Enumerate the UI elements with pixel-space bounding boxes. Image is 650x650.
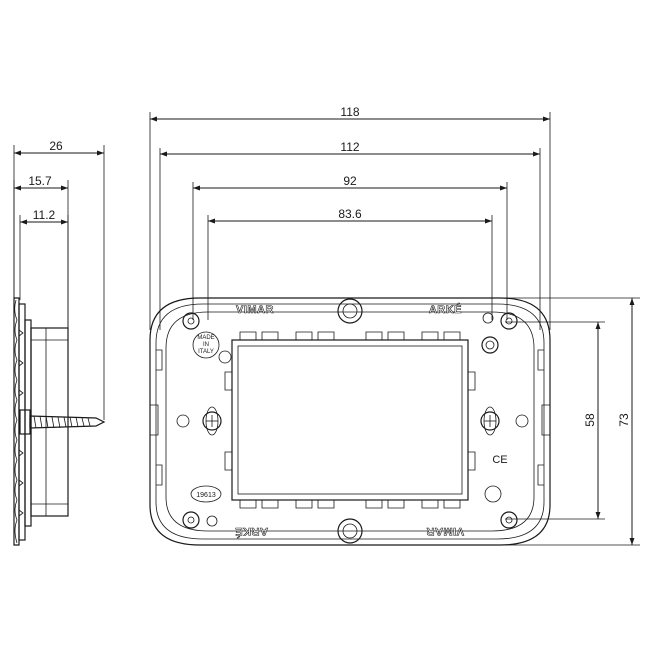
dim-label-11-2: 11.2 — [33, 208, 56, 222]
made-in-line3: ITALY — [198, 349, 214, 355]
product-code-badge: 19613 — [190, 485, 222, 503]
dim-label-26: 26 — [49, 139, 63, 153]
screw-hole-bottom-right — [500, 511, 518, 529]
dimension-depth-mid: 15.7 — [14, 174, 68, 191]
dim-label-118: 118 — [340, 105, 359, 119]
made-in-italy-badge: MADE IN ITALY — [192, 331, 220, 359]
mounting-frame: VIMAR ARKÉ VIMAR ARKÉ MADE IN ITALY 1961… — [149, 297, 551, 546]
dimension-overall-width: 118 — [150, 105, 550, 122]
dim-label-58: 58 — [583, 413, 597, 427]
dimension-depth-inner: 11.2 — [20, 208, 68, 225]
adjustment-screw-left-icon — [202, 406, 222, 436]
dim-label-15-7: 15.7 — [28, 174, 52, 188]
product-code-label: 19613 — [196, 492, 216, 499]
dimension-frame-width: 112 — [160, 140, 540, 157]
series-top-label: ARKÉ — [429, 303, 462, 316]
frame-side-profile — [13, 297, 69, 546]
dimension-depth-total: 26 — [14, 139, 104, 156]
adjustment-screw-top-right-icon — [481, 336, 499, 354]
top-notch — [337, 298, 363, 324]
screw-hole-bottom-left — [182, 511, 200, 529]
brand-top-label: VIMAR — [236, 304, 274, 316]
ce-mark-icon: CE — [492, 454, 507, 466]
ce-mark-label: CE — [492, 454, 507, 466]
side-view: 26 15.7 11.2 — [13, 139, 106, 546]
front-view: 118 112 92 83.6 58 73 — [149, 105, 640, 546]
made-in-line2: IN — [203, 342, 209, 348]
dim-label-83-6: 83.6 — [338, 207, 362, 221]
dim-label-92: 92 — [343, 174, 357, 188]
dimension-window-width: 83.6 — [208, 207, 492, 224]
brand-bottom-label: VIMAR — [426, 525, 464, 537]
screw-hole-top-left — [182, 312, 200, 330]
dim-label-73: 73 — [617, 413, 631, 427]
screw-hole-top-right — [500, 312, 518, 330]
dimension-overall-height: 73 — [617, 298, 635, 545]
made-in-line1: MADE — [197, 335, 214, 341]
adjustment-screw-right-icon — [480, 406, 500, 436]
dimension-inner-width: 92 — [193, 174, 507, 191]
series-bottom-label: ARKÉ — [235, 525, 268, 538]
bottom-notch — [337, 518, 363, 544]
dimension-inner-height: 58 — [583, 322, 601, 519]
screw-icon — [19, 409, 106, 435]
module-window — [224, 331, 476, 509]
dim-label-112: 112 — [340, 140, 359, 154]
